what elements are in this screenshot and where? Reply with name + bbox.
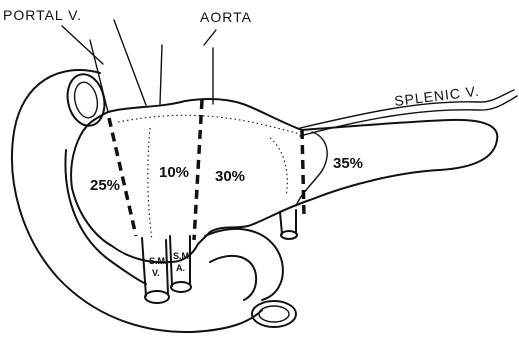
smv-lumen — [145, 291, 169, 303]
sma-label-line1: S.M. — [173, 251, 192, 261]
segment-neck-pct: 10% — [159, 164, 189, 181]
cut-line-2 — [194, 100, 202, 240]
smv-label-line1: S.M. — [149, 256, 168, 266]
portal-vein-label: PORTAL V. — [3, 7, 82, 23]
jejunum — [205, 229, 283, 300]
portal-vein — [90, 20, 146, 112]
aorta-label: AORTA — [200, 9, 252, 25]
segment-head-pct: 25% — [90, 177, 120, 194]
sma-lumen — [171, 282, 191, 292]
aorta-pointer — [204, 30, 216, 45]
inner-dotted-contour-head — [148, 128, 152, 240]
duodenum-lumen — [63, 71, 109, 129]
inner-dotted-contour-body — [270, 138, 287, 196]
duodenum — [12, 70, 262, 332]
splenic-vein-label: SPLENIC V. — [393, 83, 480, 109]
duodenum-inner-edge — [65, 150, 146, 284]
smv-vessel — [142, 238, 168, 296]
duodenum-lumen-inner — [71, 80, 100, 120]
jejunum-lumen-inner — [259, 306, 289, 322]
sma-label-line2: A. — [176, 263, 185, 273]
small-vessel-lumen — [281, 231, 297, 239]
jejunum-inner — [210, 256, 256, 300]
smv-label-line2: V. — [152, 268, 160, 278]
portal-vein-pointer — [62, 26, 103, 64]
segment-tail-pct: 35% — [333, 155, 363, 172]
aorta — [160, 45, 213, 104]
segment-body-pct: 30% — [215, 168, 245, 185]
